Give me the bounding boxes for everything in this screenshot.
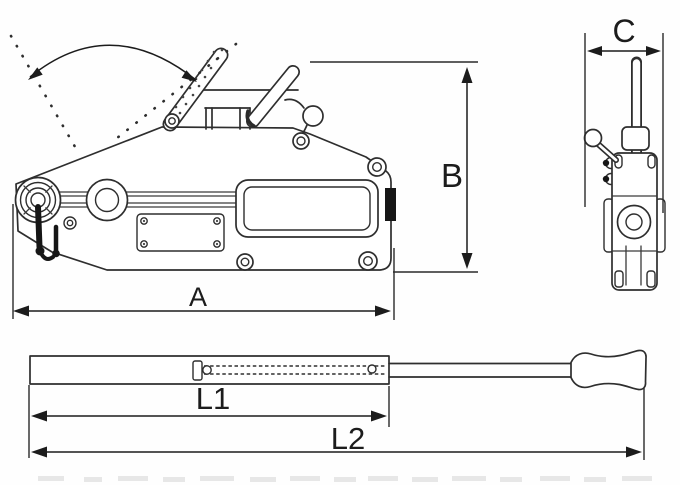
- swing-arc: [29, 44, 197, 81]
- lever-stipple-dots: [171, 48, 224, 122]
- lever-ghost-position-left: [9, 34, 80, 154]
- center-boss: [616, 204, 652, 240]
- rope-sheave: [85, 178, 129, 222]
- latch-pin-bottom: [602, 175, 610, 183]
- front-view: [583, 56, 666, 291]
- telescopic-handle-view: [29, 349, 647, 391]
- dimension-label-c: C: [612, 13, 635, 49]
- operating-lever: [162, 47, 229, 132]
- dimension-b: B: [310, 61, 478, 273]
- release-lever: [245, 65, 300, 128]
- foot-right: [646, 270, 656, 288]
- lock-button-right: [367, 364, 377, 374]
- handle-grip: [570, 349, 647, 391]
- lock-button-left: [202, 365, 212, 375]
- swing-arc-arrowhead-left: [28, 67, 43, 80]
- dimension-label-l1: L1: [196, 381, 230, 416]
- lever-swing-annotation: [9, 34, 238, 154]
- foot-left: [614, 270, 624, 288]
- dimension-l2: L2: [31, 388, 645, 460]
- guide-roller: [63, 216, 77, 230]
- dimension-c: C: [584, 13, 664, 213]
- mount-lugs: [236, 157, 387, 271]
- hook-shackle: [35, 204, 60, 261]
- rope-guide-hook: [284, 98, 324, 150]
- handle-inner-tube: [192, 360, 385, 381]
- side-view: [9, 34, 396, 271]
- cropped-text-artifact: [38, 476, 652, 482]
- handle-rod: [388, 362, 572, 378]
- dimension-label-a: A: [189, 282, 207, 312]
- dimension-l1: L1: [28, 381, 390, 458]
- latch-pin-top: [602, 159, 610, 167]
- lever-socket-rod: [621, 56, 650, 158]
- corner-notch-right: [647, 154, 656, 169]
- dimension-label-b: B: [441, 157, 463, 194]
- dimension-a: A: [12, 204, 395, 320]
- dimension-label-l2: L2: [331, 421, 365, 456]
- swing-arc-arrowhead-right: [181, 70, 197, 82]
- rod-clamp-block: [621, 126, 650, 151]
- slot-opening: [235, 179, 379, 238]
- name-plate: [136, 213, 225, 252]
- rope-clamp-black: [385, 188, 396, 221]
